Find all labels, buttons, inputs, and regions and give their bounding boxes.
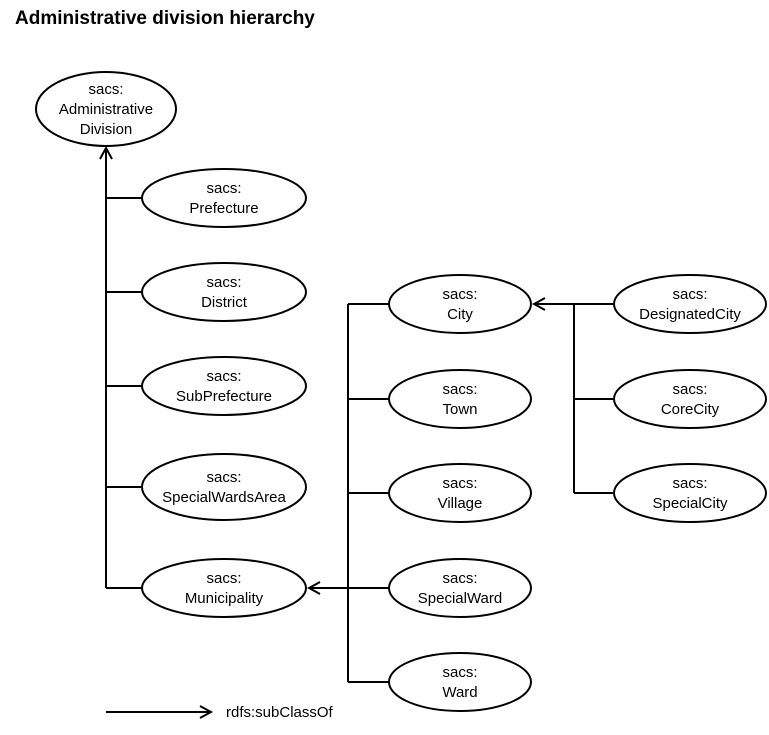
node-village[interactable]: sacs: Village <box>388 463 532 523</box>
node-ellipse <box>388 463 532 523</box>
node-prefix: sacs: <box>442 381 477 398</box>
node-special-wards-area[interactable]: sacs: SpecialWardsArea <box>141 453 307 521</box>
node-subprefecture[interactable]: sacs: SubPrefecture <box>141 356 307 416</box>
node-label: SpecialWardsArea <box>162 489 286 506</box>
node-ellipse <box>141 262 307 322</box>
node-label: SpecialWard <box>418 590 502 607</box>
node-label: City <box>447 306 473 323</box>
node-prefix: sacs: <box>672 286 707 303</box>
node-ellipse <box>388 369 532 429</box>
node-label: Municipality <box>185 590 264 607</box>
node-prefix: sacs: <box>442 475 477 492</box>
node-prefix: sacs: <box>206 469 241 486</box>
node-special-city[interactable]: sacs: SpecialCity <box>613 463 767 523</box>
node-label: Prefecture <box>189 200 258 217</box>
node-core-city[interactable]: sacs: CoreCity <box>613 369 767 429</box>
legend: rdfs:subClassOf <box>106 704 334 721</box>
node-label: SubPrefecture <box>176 388 272 405</box>
node-municipality[interactable]: sacs: Municipality <box>141 558 307 618</box>
node-prefecture[interactable]: sacs: Prefecture <box>141 168 307 228</box>
node-prefix: sacs: <box>672 381 707 398</box>
node-prefix: sacs: <box>206 180 241 197</box>
node-prefix: sacs: <box>206 368 241 385</box>
node-ellipse <box>388 558 532 618</box>
diagram-title: Administrative division hierarchy <box>15 8 315 29</box>
node-ellipse <box>613 369 767 429</box>
node-ellipse <box>613 274 767 334</box>
node-prefix: sacs: <box>672 475 707 492</box>
node-ellipse <box>35 71 177 147</box>
node-prefix: sacs: <box>206 274 241 291</box>
node-label: Division <box>80 121 133 138</box>
node-label: Town <box>442 401 477 418</box>
node-city[interactable]: sacs: City <box>388 274 532 334</box>
node-prefix: sacs: <box>206 570 241 587</box>
node-designated-city[interactable]: sacs: DesignatedCity <box>613 274 767 334</box>
node-label: SpecialCity <box>652 495 728 512</box>
legend-label: rdfs:subClassOf <box>226 704 334 721</box>
node-ellipse <box>141 168 307 228</box>
node-district[interactable]: sacs: District <box>141 262 307 322</box>
node-ward[interactable]: sacs: Ward <box>388 652 532 712</box>
node-label: CoreCity <box>661 401 720 418</box>
node-prefix: sacs: <box>88 81 123 98</box>
node-label: Administrative <box>59 101 153 118</box>
node-label: Village <box>438 495 483 512</box>
node-label: Ward <box>442 684 477 701</box>
node-ellipse <box>613 463 767 523</box>
node-special-ward[interactable]: sacs: SpecialWard <box>388 558 532 618</box>
node-prefix: sacs: <box>442 286 477 303</box>
node-label: DesignatedCity <box>639 306 741 323</box>
node-ellipse <box>388 652 532 712</box>
node-ellipse <box>141 356 307 416</box>
node-ellipse <box>388 274 532 334</box>
node-ellipse <box>141 558 307 618</box>
edges-layer <box>106 148 613 683</box>
node-town[interactable]: sacs: Town <box>388 369 532 429</box>
node-label: District <box>201 294 248 311</box>
node-prefix: sacs: <box>442 664 477 681</box>
node-prefix: sacs: <box>442 570 477 587</box>
node-ellipse <box>141 453 307 521</box>
